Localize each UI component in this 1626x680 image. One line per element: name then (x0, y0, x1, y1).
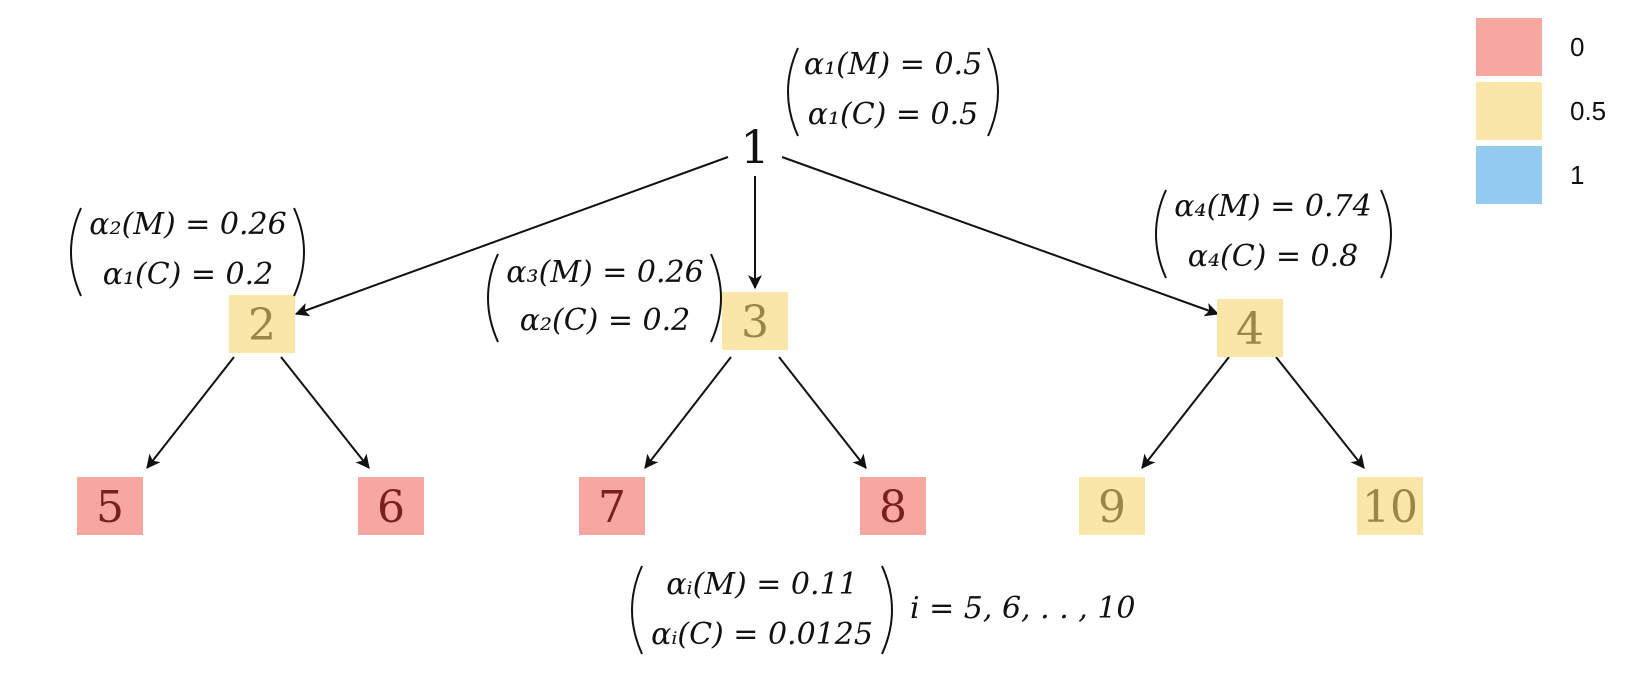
legend: 0 0.5 1 (1476, 18, 1606, 204)
node-5-label: 5 (96, 482, 124, 533)
annotation-node-2-line1: α₂(M) = 0.26 (89, 207, 286, 242)
edge-1-2 (294, 156, 729, 317)
paren-left (1155, 189, 1167, 279)
legend-label-0: 0 (1570, 32, 1584, 62)
annotation-leaves-line2: αᵢ(C) = 0.0125 (651, 617, 873, 652)
legend-swatch-0 (1476, 18, 1542, 76)
node-3: 3 (722, 292, 788, 350)
node-10-box (1357, 477, 1423, 535)
paren-left (787, 47, 799, 137)
edges (146, 156, 1365, 469)
annotation-root: α₁(M) = 0.5 α₁(C) = 0.5 (787, 47, 999, 137)
node-6: 6 (358, 477, 424, 535)
edge-1-4 (781, 156, 1220, 317)
node-4-box (1217, 299, 1283, 357)
node-10: 10 (1357, 477, 1423, 535)
annotation-leaves: αᵢ(M) = 0.11 αᵢ(C) = 0.0125 i = 5, 6, . … (631, 565, 1136, 655)
node-10-label: 10 (1362, 482, 1418, 533)
node-root: 1 (740, 120, 769, 174)
annotation-node-2: α₂(M) = 0.26 α₁(C) = 0.2 (70, 207, 305, 297)
node-5: 5 (77, 477, 143, 535)
node-3-label: 3 (741, 297, 769, 348)
node-2-label: 2 (248, 300, 276, 351)
node-9-label: 9 (1098, 482, 1126, 533)
node-root-label: 1 (740, 120, 769, 174)
paren-right (293, 207, 305, 297)
paren-right (987, 47, 999, 137)
annotation-node-3-line2: α₂(C) = 0.2 (520, 303, 691, 338)
paren-right (881, 565, 893, 655)
edge-2-5 (146, 356, 235, 469)
node-8: 8 (860, 477, 926, 535)
legend-swatch-0.5 (1476, 82, 1542, 140)
edge-2-6 (280, 356, 370, 469)
paren-right (710, 253, 722, 343)
paren-left (70, 207, 82, 297)
node-6-box (358, 477, 424, 535)
node-3-box (722, 292, 788, 350)
annotation-leaves-line1: αᵢ(M) = 0.11 (666, 567, 857, 602)
legend-item-0.5: 0.5 (1476, 82, 1606, 140)
legend-item-0: 0 (1476, 18, 1584, 76)
node-4-label: 4 (1236, 304, 1264, 355)
annotation-node-2-line2: α₁(C) = 0.2 (103, 257, 274, 292)
annotation-node-3-line1: α₃(M) = 0.26 (506, 255, 703, 290)
edge-4-10 (1275, 356, 1365, 469)
legend-swatch-1 (1476, 146, 1542, 204)
legend-label-1: 1 (1570, 160, 1584, 190)
annotation-node-4-line1: α₄(M) = 0.74 (1174, 189, 1371, 224)
annotation-node-4: α₄(M) = 0.74 α₄(C) = 0.8 (1155, 189, 1392, 279)
node-8-label: 8 (879, 482, 907, 533)
legend-label-0.5: 0.5 (1570, 96, 1606, 126)
node-6-label: 6 (377, 482, 405, 533)
paren-left (487, 253, 499, 343)
edge-3-7 (644, 356, 732, 469)
node-4: 4 (1217, 299, 1283, 357)
paren-right (1380, 189, 1392, 279)
annotation-node-4-line2: α₄(C) = 0.8 (1188, 239, 1359, 274)
node-7-label: 7 (598, 482, 626, 533)
node-9: 9 (1079, 477, 1145, 535)
edge-3-8 (778, 356, 867, 469)
node-2-box (229, 295, 295, 353)
paren-left (631, 565, 643, 655)
node-5-box (77, 477, 143, 535)
annotation-root-line1: α₁(M) = 0.5 (804, 47, 982, 82)
node-9-box (1079, 477, 1145, 535)
node-7: 7 (579, 477, 645, 535)
node-2: 2 (229, 295, 295, 353)
node-7-box (579, 477, 645, 535)
annotation-leaves-suffix: i = 5, 6, . . , 10 (910, 591, 1136, 626)
edge-4-9 (1141, 356, 1230, 469)
node-8-box (860, 477, 926, 535)
annotation-root-line2: α₁(C) = 0.5 (808, 97, 979, 132)
legend-item-1: 1 (1476, 146, 1584, 204)
annotation-node-3: α₃(M) = 0.26 α₂(C) = 0.2 (487, 253, 722, 343)
